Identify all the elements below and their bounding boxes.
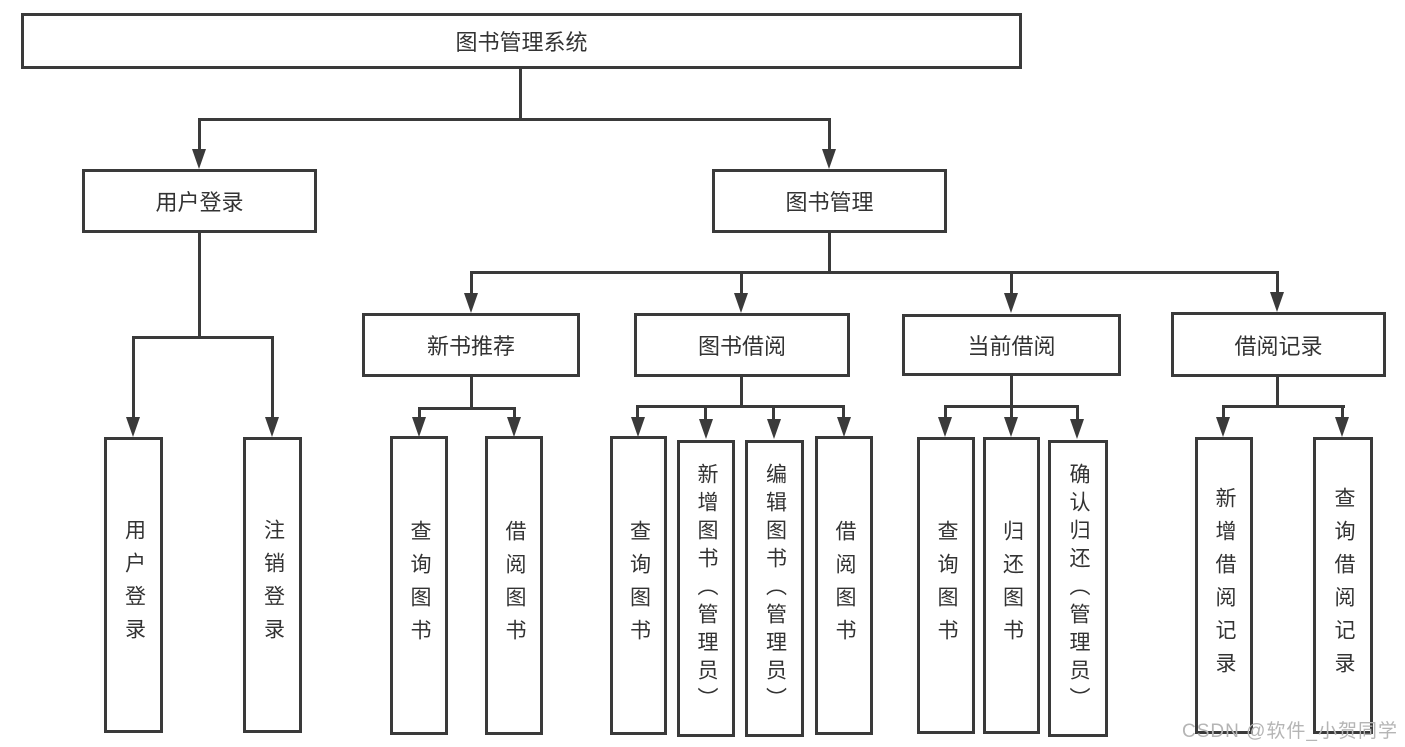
arrowhead-down-login	[192, 149, 206, 169]
connector-login-drop-1	[132, 336, 135, 420]
arrowhead-down-new-book	[464, 293, 478, 313]
connector-g2-drop-1	[944, 405, 947, 419]
connector-g0-drop-1	[418, 407, 421, 420]
connector-g3-drop-2	[1341, 405, 1344, 419]
connector-g2-drop-2	[1010, 405, 1013, 419]
connector-g1-hline	[636, 405, 845, 408]
leaf-return-books: 归还图书	[983, 437, 1040, 734]
arrowhead-down-g3-leaf-1	[1216, 417, 1230, 437]
node-user-login: 用户登录	[82, 169, 317, 233]
arrowhead-down-g1-leaf-3	[767, 419, 781, 439]
node-new-book-recommendation: 新书推荐	[362, 313, 580, 377]
arrowhead-down-g2-leaf-2	[1004, 417, 1018, 437]
connector-g3-stem	[1276, 377, 1279, 405]
connector-g1-drop-1	[636, 405, 639, 419]
connector-g1-stem	[740, 375, 743, 405]
leaf-logout-login: 注销登录	[243, 437, 302, 733]
leaf-edit-books-admin: 编辑图书（管理员）	[745, 440, 804, 737]
leaf-query-books-current: 查询图书	[917, 437, 975, 734]
leaf-borrow-books-borrowing: 借阅图书	[815, 436, 873, 735]
connector-g1-drop-4	[842, 405, 845, 419]
connector-drop-new-book	[470, 271, 473, 296]
leaf-add-books-admin: 新增图书（管理员）	[677, 440, 735, 737]
connector-login-stem	[198, 233, 201, 336]
connector-g0-stem	[470, 375, 473, 407]
arrowhead-down-g3-leaf-2	[1335, 417, 1349, 437]
arrowhead-down-borrowing-records	[1270, 292, 1284, 312]
arrowhead-down-g2-leaf-1	[938, 417, 952, 437]
leaf-query-books-recommend: 查询图书	[390, 436, 448, 735]
node-library-management-system: 图书管理系统	[21, 13, 1022, 69]
connector-root-drop-management	[828, 118, 831, 152]
arrowhead-down-g1-leaf-1	[631, 417, 645, 437]
arrowhead-down-g1-leaf-2	[699, 419, 713, 439]
node-book-borrowing: 图书借阅	[634, 313, 850, 377]
connector-g0-hline	[418, 407, 516, 410]
leaf-query-books-borrowing: 查询图书	[610, 436, 667, 735]
connector-g2-stem	[1010, 376, 1013, 405]
connector-management-stem	[828, 233, 831, 271]
arrowhead-down-g0-leaf-2	[507, 417, 521, 437]
arrowhead-down-book-borrowing	[734, 293, 748, 313]
leaf-add-borrow-record: 新增借阅记录	[1195, 437, 1253, 734]
node-book-management: 图书管理	[712, 169, 947, 233]
arrowhead-down-user-login-leaf	[126, 417, 140, 437]
connector-g2-drop-3	[1076, 405, 1079, 419]
leaf-user-login: 用户登录	[104, 437, 163, 733]
leaf-borrow-books-recommend: 借阅图书	[485, 436, 543, 735]
connector-root-hline	[198, 118, 831, 121]
connector-drop-book-borrowing	[740, 271, 743, 296]
arrowhead-down-current-borrowing	[1004, 293, 1018, 313]
connector-login-hline	[132, 336, 274, 339]
arrowhead-down-g1-leaf-4	[837, 417, 851, 437]
arrowhead-down-g0-leaf-1	[412, 417, 426, 437]
arrowhead-down-management	[822, 149, 836, 169]
connector-root-stem	[519, 69, 522, 118]
node-current-borrowing: 当前借阅	[902, 314, 1121, 376]
connector-g1-drop-2	[704, 405, 707, 419]
connector-g1-drop-3	[772, 405, 775, 419]
connector-g3-hline	[1222, 405, 1345, 408]
node-borrowing-records: 借阅记录	[1171, 312, 1386, 377]
leaf-query-borrow-record: 查询借阅记录	[1313, 437, 1373, 734]
arrowhead-down-g2-leaf-3	[1070, 419, 1084, 439]
connector-drop-current-borrowing	[1010, 271, 1013, 296]
arrowhead-down-logout-leaf	[265, 417, 279, 437]
connector-root-drop-login	[198, 118, 201, 152]
csdn-watermark: CSDN @软件_小贺同学	[1182, 721, 1398, 742]
connector-g0-drop-2	[513, 407, 516, 420]
connector-drop-borrowing-records	[1276, 271, 1279, 296]
connector-g3-drop-1	[1222, 405, 1225, 419]
connector-management-hline	[470, 271, 1279, 274]
leaf-confirm-return-admin: 确认归还（管理员）	[1048, 440, 1108, 737]
connector-login-drop-2	[271, 336, 274, 420]
